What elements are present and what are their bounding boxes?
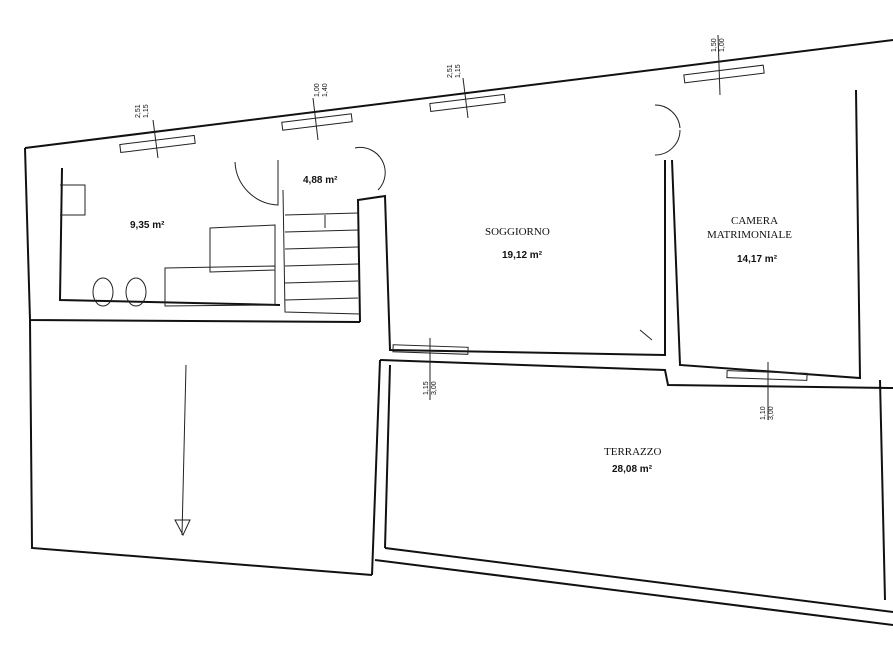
window-dim: 1,40 bbox=[322, 83, 329, 97]
bagno-area: 9,35 m² bbox=[130, 220, 165, 231]
soggiorno-name: SOGGIORNO bbox=[485, 226, 550, 238]
window-dim: 1,00 bbox=[314, 83, 321, 97]
window-dim: 1,15 bbox=[455, 64, 462, 78]
disimpegno-area: 4,88 m² bbox=[303, 175, 338, 186]
door-swing bbox=[654, 104, 681, 156]
window-dim: 2,51 bbox=[447, 64, 454, 78]
window-dim: 1,00 bbox=[719, 38, 726, 52]
stairs bbox=[284, 212, 359, 301]
arrow-icon bbox=[174, 364, 191, 537]
window-dim: 1,50 bbox=[711, 38, 718, 52]
camera-name: CAMERA bbox=[731, 215, 778, 227]
window-dim: 3,00 bbox=[431, 381, 438, 395]
walls bbox=[24, 39, 893, 626]
bidet-icon bbox=[125, 277, 147, 307]
door-swing bbox=[354, 146, 386, 191]
door-swing bbox=[234, 160, 279, 206]
windows bbox=[119, 34, 808, 420]
terrazzo-name: TERRAZZO bbox=[604, 446, 661, 458]
window-dim: 1,10 bbox=[760, 406, 767, 420]
terrazzo-area: 28,08 m² bbox=[612, 464, 653, 475]
soggiorno-area: 19,12 m² bbox=[502, 250, 543, 261]
camera-area: 14,17 m² bbox=[737, 254, 778, 265]
camera-name: MATRIMONIALE bbox=[707, 229, 792, 241]
window-dim: 1,15 bbox=[143, 104, 150, 118]
window-dim: 2,51 bbox=[135, 104, 142, 118]
toilet-icon bbox=[92, 277, 114, 307]
window-dim: 3,00 bbox=[768, 406, 775, 420]
window-dim: 1,15 bbox=[423, 381, 430, 395]
